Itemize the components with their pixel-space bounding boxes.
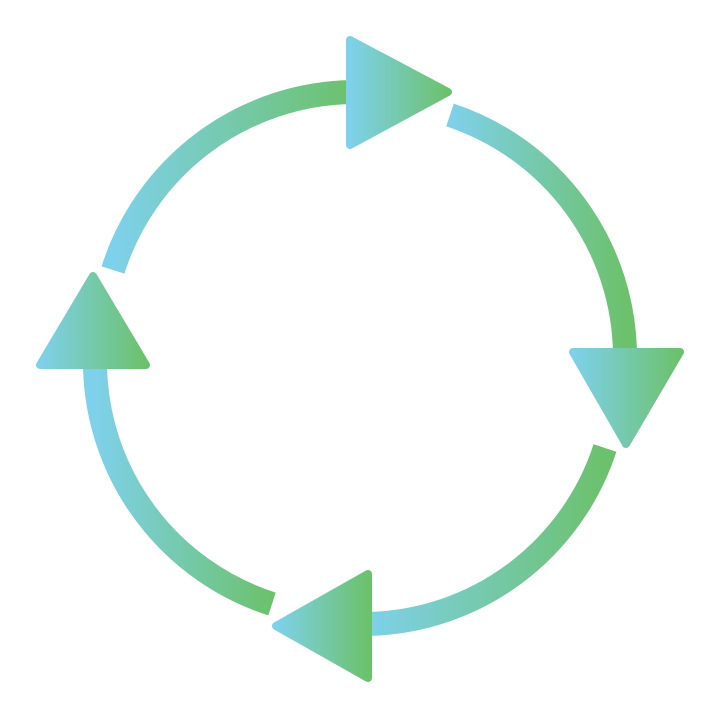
- arrowhead-bottom-left: [272, 570, 372, 682]
- arrowhead-left-up: [36, 272, 150, 369]
- arc-segment-top-right: [446, 103, 637, 356]
- arc-segment-bottom-left: [83, 365, 276, 616]
- arc-segment-top-left: [101, 80, 353, 274]
- arrowhead-right-down: [569, 348, 684, 448]
- arrowhead-top-right: [346, 36, 452, 149]
- arc-segment-bottom-right: [367, 444, 617, 636]
